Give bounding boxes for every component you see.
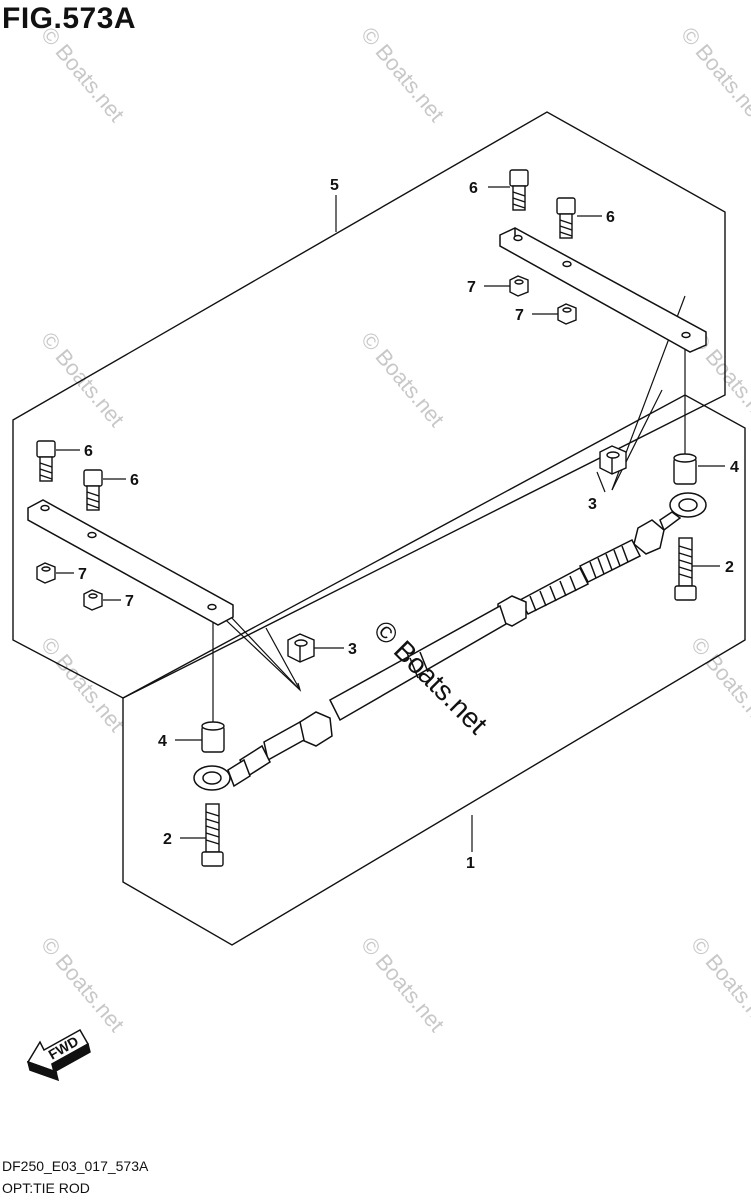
leader-lines — [56, 186, 725, 852]
collar-4-a — [673, 453, 697, 485]
callout-7: 7 — [125, 593, 134, 610]
callout-3: 3 — [348, 641, 357, 658]
nut-7-a — [509, 275, 529, 297]
collar-4-b — [201, 721, 225, 753]
kit-5-outline — [12, 111, 726, 699]
fwd-arrow-icon — [26, 1028, 91, 1082]
watermark-faint: © Boats.net — [36, 632, 129, 736]
watermark-faint: © Boats.net — [676, 22, 751, 126]
callout-6: 6 — [84, 443, 93, 460]
bolt-6-a — [509, 169, 529, 211]
locknut-3-b — [287, 633, 315, 663]
nut-7-b — [557, 303, 577, 325]
bracket-plate-upper — [499, 227, 707, 353]
callout-4: 4 — [730, 459, 739, 476]
figure-title: FIG.573A — [2, 2, 137, 35]
callout-7: 7 — [467, 279, 476, 296]
callout-2: 2 — [725, 559, 734, 576]
callout-5: 5 — [330, 177, 339, 194]
figure-code: DF250_E03_017_573A — [2, 1158, 149, 1174]
callout-2: 2 — [163, 831, 172, 848]
watermark-faint: © Boats.net — [356, 22, 449, 126]
figure-name: OPT:TIE ROD — [2, 1180, 90, 1196]
guide-line-right-b — [611, 389, 663, 491]
watermark-faint: © Boats.net — [356, 932, 449, 1036]
watermark-faint: © Boats.net — [36, 22, 129, 126]
callout-1: 1 — [466, 855, 475, 872]
watermark-faint: © Boats.net — [686, 932, 751, 1036]
callout-3: 3 — [588, 496, 597, 513]
locknut-3-a — [599, 445, 627, 475]
callout-7: 7 — [515, 307, 524, 324]
bracket-plate-lower — [27, 499, 234, 626]
nut-7-c — [36, 562, 56, 584]
callout-6: 6 — [469, 180, 478, 197]
bolt-6-b — [556, 197, 576, 239]
callout-7: 7 — [78, 566, 87, 583]
watermark-faint: © Boats.net — [686, 632, 751, 736]
callout-6: 6 — [606, 209, 615, 226]
callout-4: 4 — [158, 733, 167, 750]
bolt-2-a — [674, 537, 697, 601]
bolt-6-c — [36, 440, 56, 482]
bolt-2-b — [201, 803, 224, 867]
bolt-6-d — [83, 469, 103, 511]
callout-6: 6 — [130, 472, 139, 489]
watermark-faint: © Boats.net — [356, 327, 449, 431]
tie-rod-assembly — [193, 492, 707, 791]
nut-7-d — [83, 589, 103, 611]
watermark-faint: © Boats.net — [36, 932, 129, 1036]
guide-line-left-b — [265, 627, 301, 691]
